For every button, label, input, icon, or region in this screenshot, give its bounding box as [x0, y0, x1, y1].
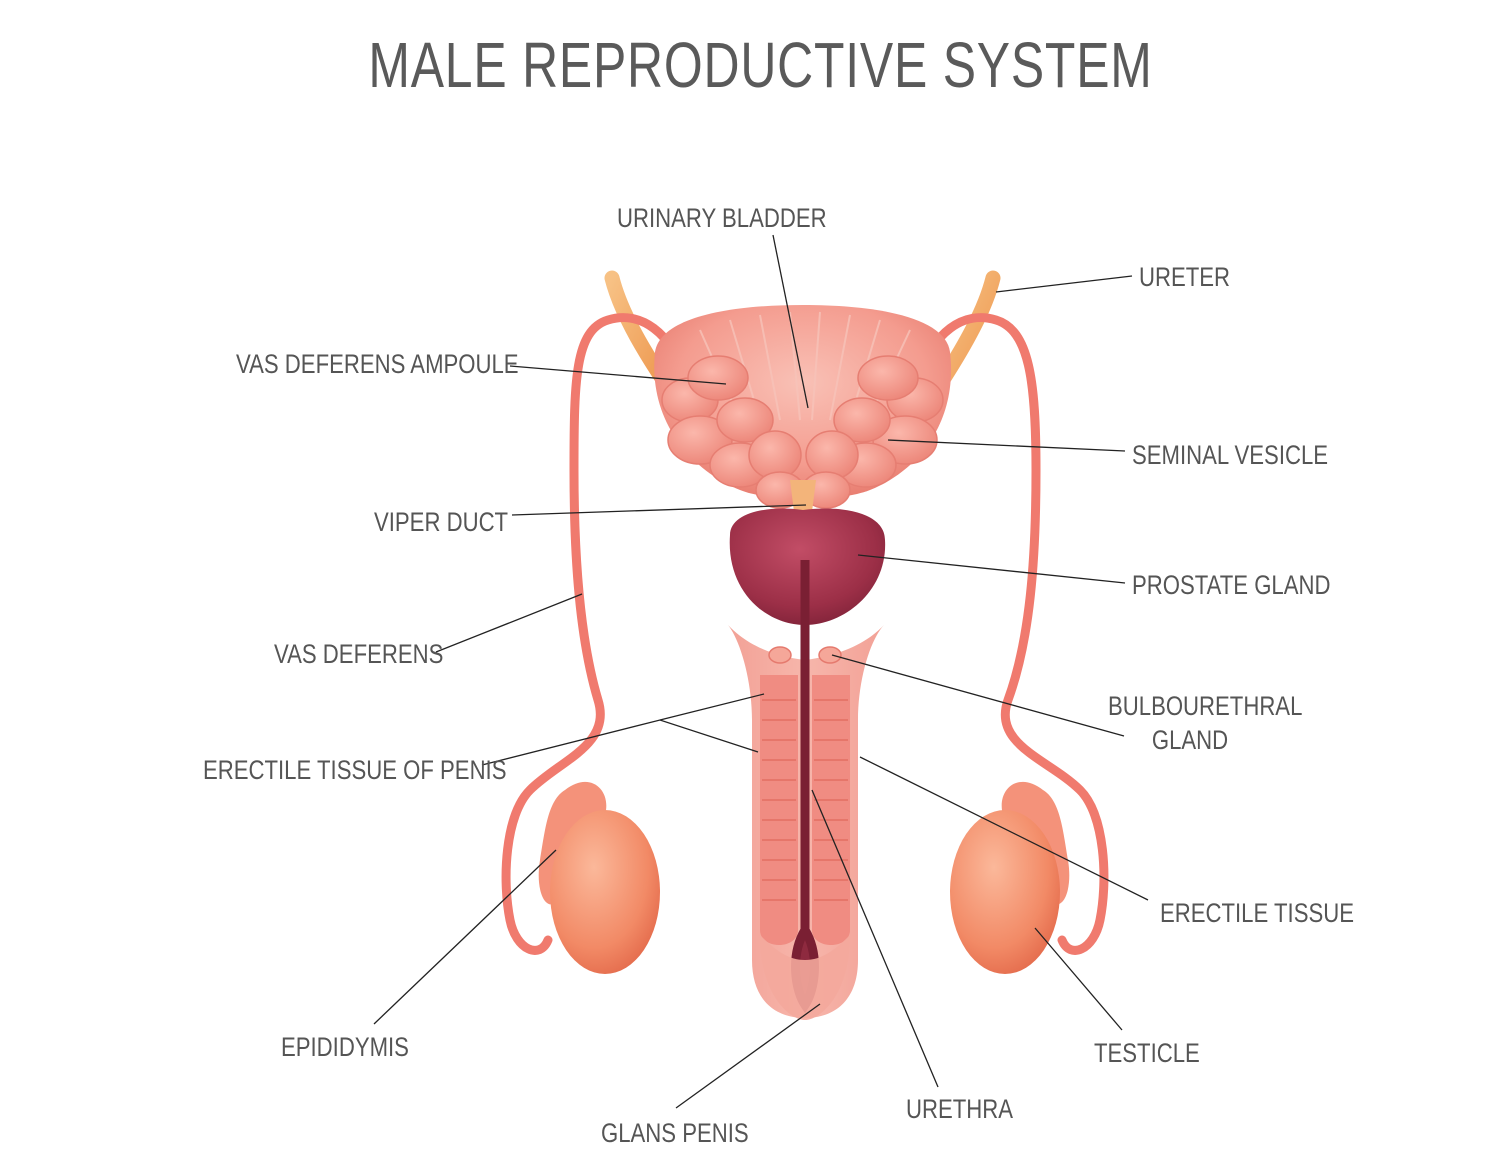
- leader-bulbourethral-gland: [831, 654, 1125, 737]
- leader-erectile-tissue-of-penis: [481, 719, 759, 766]
- leader-viper-duct: [511, 504, 807, 516]
- page-title: MALE REPRODUCTIVE SYSTEM: [368, 29, 1153, 101]
- viper-duct: [790, 480, 816, 512]
- leader-urethra: [811, 789, 939, 1088]
- label-testicle: TESTICLE: [1094, 1038, 1200, 1068]
- glans-penis: [760, 935, 850, 1020]
- label-bulbourethral-gland: BULBOURETHRAL GLAND: [1108, 689, 1303, 757]
- label-ureter: URETER: [1139, 262, 1231, 292]
- bulbourethral-gland-right: [818, 646, 842, 664]
- leader-vas-deferens: [435, 593, 583, 653]
- label-erectile-tissue-of-penis: ERECTILE TISSUE OF PENIS: [203, 755, 507, 785]
- testicle-left: [550, 810, 660, 974]
- label-epididymis: EPIDIDYMIS: [281, 1032, 409, 1062]
- label-vas-deferens: VAS DEFERENS: [274, 639, 444, 669]
- leader-vas-deferens-ampoule: [509, 365, 727, 385]
- label-urinary-bladder: URINARY BLADDER: [617, 203, 827, 233]
- label-vas-deferens-ampoule: VAS DEFERENS AMPOULE: [236, 349, 519, 379]
- leader-erectile-tissue: [859, 756, 1149, 901]
- label-glans-penis: GLANS PENIS: [601, 1118, 749, 1148]
- leader-testicle: [1034, 927, 1123, 1031]
- leader-ureter: [995, 275, 1133, 293]
- vas-deferens-left: [501, 313, 691, 955]
- corpus-right: [812, 675, 850, 945]
- testicle-right: [950, 810, 1060, 974]
- label-bulbourethral-gland-line1: BULBOURETHRAL: [1108, 691, 1303, 721]
- leader-glans-penis: [675, 1003, 821, 1109]
- leader-erectile-tissue-of-penis-b: [659, 693, 765, 721]
- seminal-vesicle-left: [661, 355, 805, 509]
- corpus-left: [760, 675, 798, 945]
- leader-prostate-gland: [857, 554, 1126, 584]
- leader-seminal-vesicle: [887, 439, 1126, 452]
- vas-deferens-right: [913, 313, 1109, 955]
- leader-urinary-bladder: [772, 234, 809, 409]
- label-viper-duct: VIPER DUCT: [374, 507, 509, 537]
- label-erectile-tissue: ERECTILE TISSUE: [1160, 898, 1354, 928]
- label-urethra: URETHRA: [906, 1094, 1014, 1124]
- leader-epididymis: [373, 849, 557, 1025]
- leader-lines: [373, 234, 1149, 1109]
- bulbourethral-gland-left: [768, 646, 792, 664]
- label-seminal-vesicle: SEMINAL VESICLE: [1132, 440, 1329, 470]
- label-prostate-gland: PROSTATE GLAND: [1132, 570, 1331, 600]
- label-bulbourethral-gland-line2: GLAND: [1151, 725, 1229, 755]
